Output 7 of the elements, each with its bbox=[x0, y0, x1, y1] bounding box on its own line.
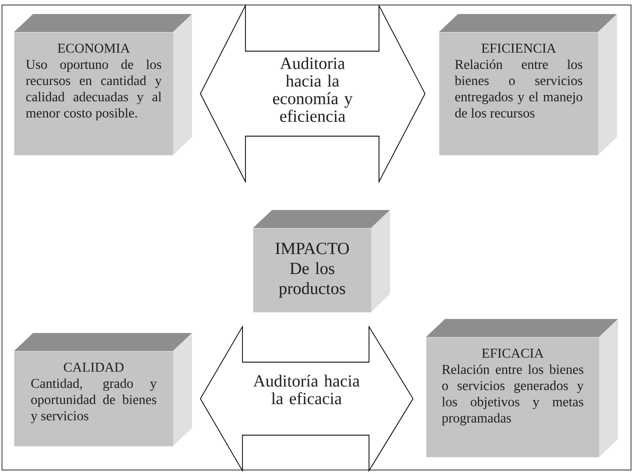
edge-label: Auditoria hacia la economía y eficiencia bbox=[266, 56, 360, 123]
info-box: IMPACTO De los productos bbox=[253, 210, 390, 312]
info-box: EFICACIA Relación entre los bienes o servicios generados y los objetivos y metas programadas bbox=[426, 319, 618, 458]
edge-label: Auditoría hacia la eficacia bbox=[250, 374, 364, 406]
info-box: ECONOMIA Uso oportuno de los recursos en cantidad y calidad adecuadas y al menor costo posible. bbox=[14, 14, 192, 156]
info-box: EFICIENCIA Relación entre los bienes o servicios entregados y el manejo de los recursos bbox=[439, 14, 617, 156]
info-box: CALIDAD Cantidad, grado y oportunidad de bienes y servicios bbox=[14, 333, 192, 446]
